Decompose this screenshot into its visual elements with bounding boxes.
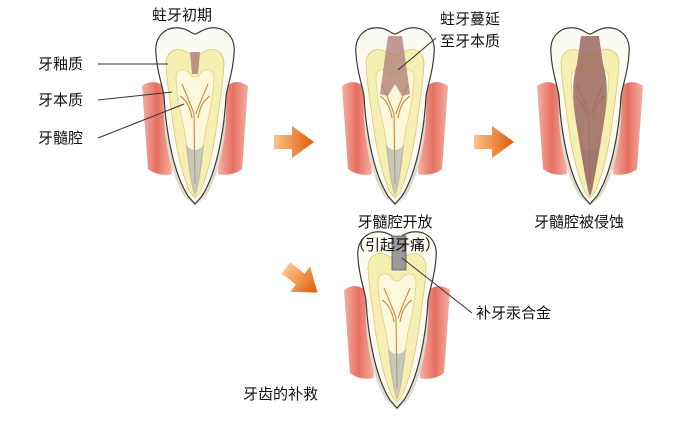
label-repair: 牙齿的补救 [243, 385, 319, 403]
eroded-pulp [573, 36, 607, 196]
label-pulp-open-note: （引起牙痛） [349, 236, 440, 254]
caries-spot [190, 52, 200, 74]
tooth-early-caries [141, 27, 249, 207]
label-dentin: 牙本质 [38, 91, 84, 109]
caries-region [380, 36, 410, 96]
tooth-pulp-eroded [536, 27, 644, 207]
leader-lines [97, 37, 473, 314]
amalgam-filling [391, 235, 407, 271]
label-pulp-eroded: 牙髓腔被侵蚀 [534, 213, 625, 231]
label-pulp-cavity: 牙髓腔 [38, 129, 84, 147]
tooth-repaired [343, 231, 451, 411]
label-early-caries: 蛀牙初期 [152, 6, 213, 24]
label-pulp-open: 牙髓腔开放 [357, 213, 433, 231]
label-amalgam: 补牙汞合金 [476, 304, 552, 322]
label-enamel: 牙釉质 [38, 55, 84, 73]
label-caries-spread-1: 蛀牙蔓延 [440, 10, 501, 28]
label-caries-spread-2: 至牙本质 [440, 32, 501, 50]
arrow-right-2 [474, 126, 514, 158]
arrow-down-right [281, 262, 318, 293]
arrow-right-1 [274, 126, 314, 158]
tooth-caries-spread [341, 27, 449, 207]
